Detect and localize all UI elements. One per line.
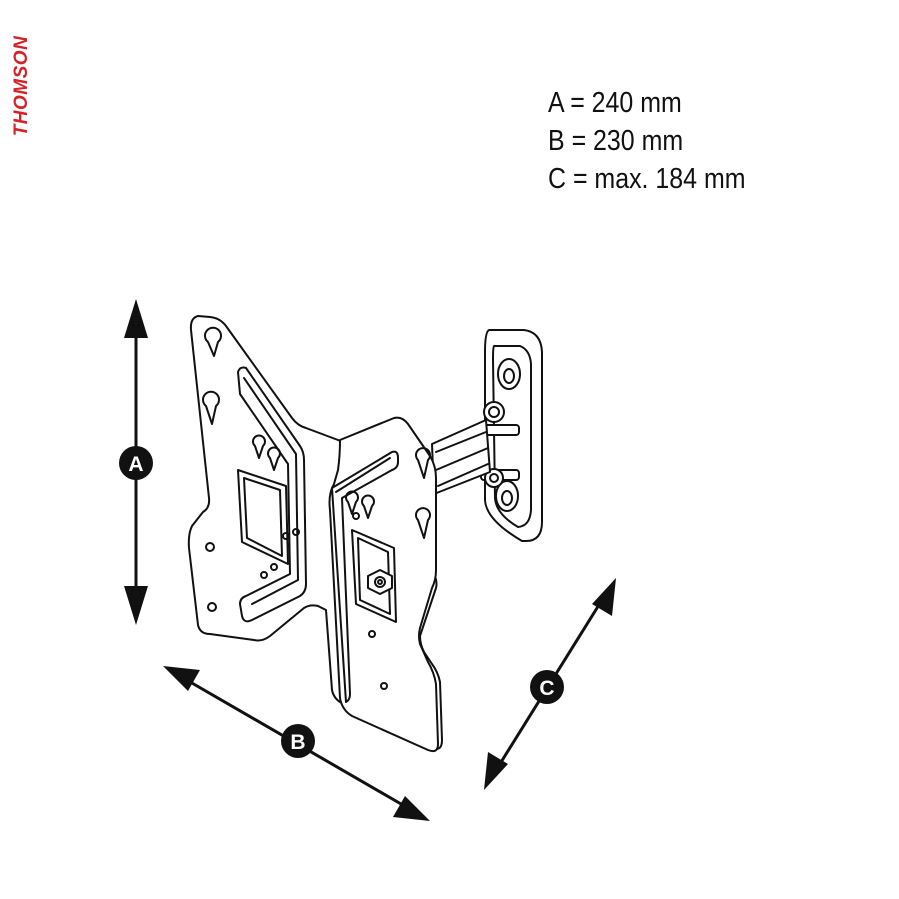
badge-b: B [281,724,315,758]
dimension-b: B = 230 mm [548,125,684,157]
label-a: A [128,453,143,476]
badge-c: C [530,670,564,704]
centre-plate [328,416,439,753]
dimension-list: A = 240 mm B = 230 mm C = max. 184 mm [548,84,746,198]
label-b: B [290,731,305,754]
dimension-arrows [124,299,616,821]
wall-plate [480,329,543,542]
swing-arm [431,419,491,495]
dimension-c: C = max. 184 mm [548,163,746,195]
badge-a: A [119,446,153,480]
dimension-a: A = 240 mm [548,87,682,119]
label-c: C [539,677,554,700]
